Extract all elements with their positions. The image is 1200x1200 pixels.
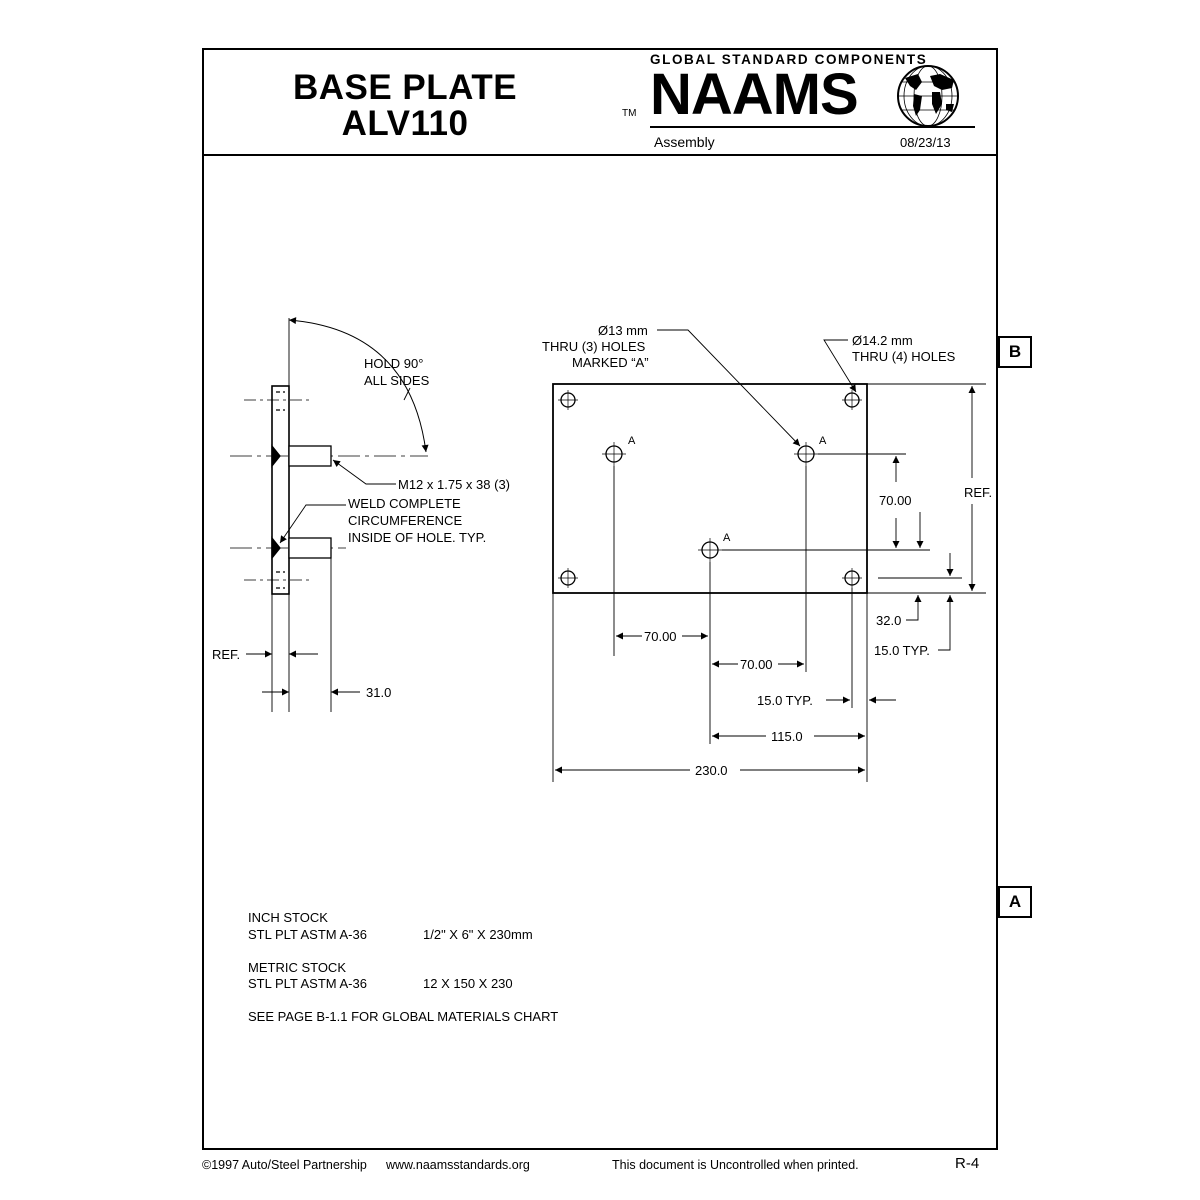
- plan-view: [552, 329, 986, 782]
- weld-note-line1: WELD COMPLETE: [348, 496, 461, 511]
- a-holes: [602, 442, 818, 562]
- section-label: Assembly: [654, 134, 715, 150]
- inch-stock-size: 1/2" X 6" X 230mm: [423, 927, 533, 942]
- inch-stock-material: STL PLT ASTM A-36: [248, 927, 367, 942]
- dim-vertical-70: 70.00: [879, 493, 912, 508]
- dim-horizontal-70-left: 70.00: [644, 629, 677, 644]
- zone-marker-a: A: [998, 886, 1032, 918]
- part-number: ALV110: [341, 104, 469, 143]
- brand-logo-text: NAAMS: [650, 62, 859, 127]
- revision-date: 08/23/13: [900, 135, 951, 150]
- dim-horizontal-70-right: 70.00: [740, 657, 773, 672]
- dim-overall-width: 230.0: [695, 763, 728, 778]
- weld-note-line2: CIRCUMFERENCE: [348, 513, 463, 528]
- side-plate-outline: [271, 385, 290, 595]
- corner-hole-callout-line2: THRU (4) HOLES: [852, 349, 956, 364]
- angle-note-line1: HOLD 90°: [364, 356, 424, 371]
- weld-lower: [271, 536, 281, 560]
- stud-projection-dim: 31.0: [366, 685, 392, 700]
- zone-marker-b: B: [998, 336, 1032, 368]
- dim-edge-15-vertical: 15.0 TYP.: [874, 643, 930, 658]
- corner-holes: [558, 390, 862, 588]
- weld-note-line3: INSIDE OF HOLE. TYP.: [348, 530, 487, 545]
- hole-marker-a-right: A: [819, 435, 827, 447]
- hole-marker-a-left: A: [628, 435, 636, 447]
- hole-marker-a-center: A: [723, 532, 731, 544]
- dim-height-ref: REF.: [964, 485, 993, 500]
- trademark-mark: TM: [622, 108, 637, 119]
- angle-note-line2: ALL SIDES: [364, 373, 430, 388]
- metric-stock-heading: METRIC STOCK: [248, 960, 346, 975]
- metric-stock-size: 12 X 150 X 230: [423, 976, 513, 991]
- dim-edge-32: 32.0: [876, 613, 902, 628]
- uncontrolled-disclaimer: This document is Uncontrolled when print…: [612, 1158, 859, 1172]
- hole-a-callout-line2: THRU (3) HOLES: [542, 339, 646, 354]
- page-number: R-4: [955, 1155, 980, 1172]
- dim-half-width: 115.0: [771, 729, 803, 744]
- title-block-divider: [202, 154, 998, 156]
- metric-stock-material: STL PLT ASTM A-36: [248, 976, 367, 991]
- thickness-ref-label: REF.: [212, 647, 241, 662]
- dim-edge-15-horizontal: 15.0 TYP.: [757, 693, 813, 708]
- copyright-notice: ©1997 Auto/Steel Partnership: [202, 1158, 367, 1172]
- hole-a-callout-line1: Ø13 mm: [598, 323, 648, 338]
- thread-callout: M12 x 1.75 x 38 (3): [398, 477, 510, 492]
- stud-lower: [288, 537, 332, 559]
- hole-a-callout-line3: MARKED “A”: [572, 355, 649, 370]
- website-link[interactable]: www.naamsstandards.org: [386, 1158, 530, 1172]
- stud-upper: [288, 445, 332, 467]
- inch-stock-heading: INCH STOCK: [248, 910, 328, 925]
- weld-upper: [271, 444, 281, 468]
- drawing-title: BASE PLATE: [292, 68, 518, 107]
- globe-icon: [897, 65, 959, 127]
- brand-tagline: GLOBAL STANDARD COMPONENTS: [650, 52, 928, 67]
- materials-chart-reference: SEE PAGE B-1.1 FOR GLOBAL MATERIALS CHAR…: [248, 1009, 559, 1024]
- side-view: [230, 317, 429, 712]
- corner-hole-callout-line1: Ø14.2 mm: [852, 333, 913, 348]
- brand-rule: [650, 126, 975, 128]
- drawing-sheet-border: [202, 48, 998, 1150]
